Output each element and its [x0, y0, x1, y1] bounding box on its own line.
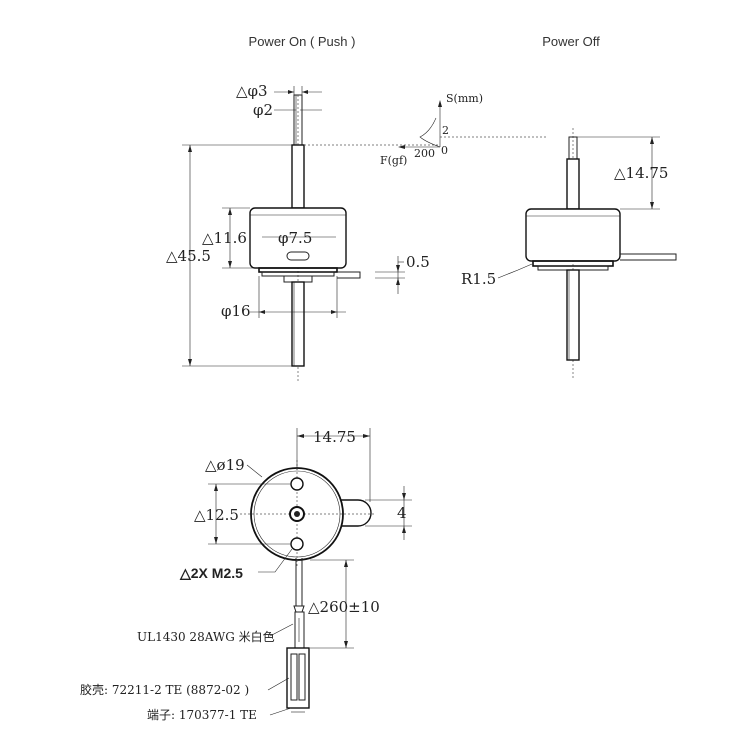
note-terminal: 端子: 170377-1 TE — [147, 708, 257, 722]
power-on-view: △φ3 φ2 △45.5 △11.6 φ7.5 0.5 — [166, 82, 430, 382]
wire-marker — [294, 611, 305, 649]
dim-m2-5: △2X M2.5 — [179, 565, 243, 581]
dim-d19: △ø19 — [205, 456, 245, 474]
note-wire: UL1430 28AWG 米白色 — [137, 629, 275, 644]
lug-right — [339, 499, 372, 527]
flange-left — [258, 267, 338, 273]
dim-phi3: △φ3 — [236, 82, 268, 100]
note-housing: 胶壳: 72211-2 TE (8872-02 ) — [80, 682, 249, 697]
top-view: 14.75 △ø19 △12.5 4 △2X M2.5 — [80, 428, 412, 722]
mount-hole-top — [290, 477, 304, 491]
mount-hole-bottom — [290, 537, 304, 551]
graph-f-label: F(gf) — [380, 154, 407, 167]
graph-origin: 0 — [441, 144, 448, 157]
dim-phi16: φ16 — [221, 302, 251, 320]
dim-l260: △260±10 — [308, 598, 380, 616]
graph-s-label: S(mm) — [446, 92, 483, 105]
dim-phi2: φ2 — [253, 101, 273, 119]
force-stroke-graph: S(mm) 2 F(gf) 200 0 — [304, 92, 548, 167]
power-off-view: △14.75 R1.5 — [461, 128, 677, 378]
flange-right — [532, 260, 614, 267]
shaft-upper-right — [566, 158, 580, 210]
title-power-on: Power On ( Push ) — [249, 34, 356, 49]
graph-f-value: 200 — [414, 147, 435, 160]
dim-t0-5: 0.5 — [406, 253, 430, 271]
dim-s14-75: △14.75 — [614, 164, 668, 182]
body-slot-left — [286, 251, 310, 261]
plunger-core — [294, 511, 300, 517]
terminal-tab-left — [337, 271, 361, 279]
dim-phi7-5: φ7.5 — [278, 229, 312, 247]
terminal-tab-right — [620, 253, 677, 261]
connector-housing — [286, 647, 310, 709]
dim-w14-75: 14.75 — [313, 428, 356, 446]
dim-h11-6: △11.6 — [202, 229, 247, 247]
title-power-off: Power Off — [542, 34, 600, 49]
shaft-lower-left — [291, 281, 305, 367]
shaft-lower-right — [566, 269, 580, 361]
solenoid-body-right — [525, 208, 621, 262]
dim-h12-5: △12.5 — [194, 506, 239, 524]
dim-r1-5: R1.5 — [461, 270, 496, 288]
dim-h45-5: △45.5 — [166, 247, 211, 265]
dim-w4: 4 — [397, 504, 407, 522]
graph-curve — [419, 117, 441, 148]
shaft-upper-left — [291, 144, 305, 209]
graph-s-value: 2 — [442, 124, 449, 137]
